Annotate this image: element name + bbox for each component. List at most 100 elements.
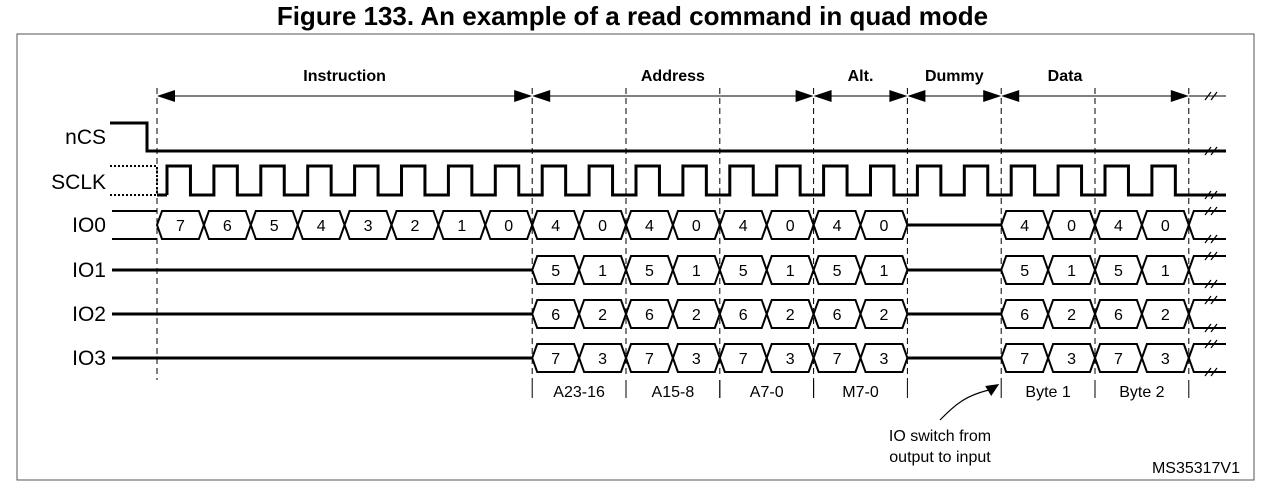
bit-value: 4 bbox=[833, 218, 842, 235]
bit-value: 2 bbox=[692, 307, 701, 324]
phase-arrow-head-left bbox=[907, 90, 926, 102]
bit-value: 4 bbox=[645, 218, 654, 235]
bit-value: 1 bbox=[457, 218, 466, 235]
bit-value: 6 bbox=[645, 307, 654, 324]
phase-arrow-head-right bbox=[983, 90, 1002, 102]
signal-label: IO1 bbox=[72, 259, 106, 282]
bit-value: 4 bbox=[551, 218, 560, 235]
bit-value: 5 bbox=[1114, 263, 1123, 280]
bit-value: 2 bbox=[879, 307, 888, 324]
bit-value: 0 bbox=[598, 218, 607, 235]
break-mark bbox=[1204, 190, 1218, 200]
io-trailing bbox=[1187, 210, 1226, 240]
bit-value: 7 bbox=[739, 351, 748, 368]
bit-value: 3 bbox=[879, 351, 888, 368]
sclk-waveform bbox=[165, 164, 1226, 197]
signal-label: IO0 bbox=[72, 214, 106, 237]
break-mark bbox=[1204, 234, 1218, 244]
bit-value: 5 bbox=[551, 263, 560, 280]
break-mark bbox=[1204, 206, 1218, 216]
bit-value: 0 bbox=[504, 218, 513, 235]
bit-value: 1 bbox=[598, 263, 607, 280]
bit-value: 4 bbox=[1020, 218, 1029, 235]
io-trailing bbox=[1187, 343, 1226, 373]
bit-cell bbox=[859, 299, 909, 329]
phase-arrow-head-left bbox=[813, 90, 832, 102]
sclk-idle-dotted bbox=[110, 165, 158, 196]
break-mark bbox=[1204, 279, 1218, 289]
bit-value: 1 bbox=[1161, 263, 1170, 280]
bit-value: 7 bbox=[645, 351, 654, 368]
group-label: A23-16 bbox=[553, 384, 605, 401]
bit-value: 7 bbox=[833, 351, 842, 368]
bit-value: 6 bbox=[1020, 307, 1029, 324]
phase-label: Dummy bbox=[925, 68, 984, 85]
bit-value: 5 bbox=[739, 263, 748, 280]
bit-value: 2 bbox=[598, 307, 607, 324]
bit-value: 4 bbox=[317, 218, 326, 235]
phase-arrow-head-right bbox=[889, 90, 908, 102]
group-label: A7-0 bbox=[750, 384, 784, 401]
bit-value: 5 bbox=[833, 263, 842, 280]
bit-value: 0 bbox=[692, 218, 701, 235]
bit-value: 5 bbox=[270, 218, 279, 235]
phase-arrow-head-left bbox=[532, 90, 551, 102]
figure-frame bbox=[16, 33, 1255, 481]
bit-value: 1 bbox=[692, 263, 701, 280]
bit-cell bbox=[859, 210, 909, 240]
break-mark bbox=[1204, 91, 1218, 101]
io-trailing bbox=[1187, 299, 1226, 329]
annotation-arrow bbox=[939, 388, 994, 421]
bit-value: 3 bbox=[786, 351, 795, 368]
signal-label: IO3 bbox=[72, 347, 106, 370]
bit-value: 7 bbox=[176, 218, 185, 235]
annotation-arrow-head bbox=[985, 384, 1000, 396]
group-label: M7-0 bbox=[842, 384, 879, 401]
bit-value: 0 bbox=[879, 218, 888, 235]
bit-value: 6 bbox=[223, 218, 232, 235]
break-mark bbox=[1204, 323, 1218, 333]
bit-value: 3 bbox=[1161, 351, 1170, 368]
phase-label: Address bbox=[641, 68, 705, 85]
bit-value: 3 bbox=[692, 351, 701, 368]
bit-value: 7 bbox=[1114, 351, 1123, 368]
bit-value: 3 bbox=[364, 218, 373, 235]
bit-value: 4 bbox=[739, 218, 748, 235]
bit-value: 6 bbox=[551, 307, 560, 324]
bit-value: 5 bbox=[645, 263, 654, 280]
ncs-waveform bbox=[110, 121, 1226, 153]
break-mark bbox=[1204, 295, 1218, 305]
bit-value: 3 bbox=[598, 351, 607, 368]
bit-value: 0 bbox=[786, 218, 795, 235]
bit-value: 2 bbox=[410, 218, 419, 235]
bit-value: 1 bbox=[786, 263, 795, 280]
phase-arrow-head-right bbox=[514, 90, 533, 102]
signal-label: IO2 bbox=[72, 303, 106, 326]
phase-arrow-head-left bbox=[1001, 90, 1020, 102]
break-mark bbox=[1204, 251, 1218, 261]
annotation-text: IO switch from bbox=[889, 428, 991, 445]
bit-value: 4 bbox=[1114, 218, 1123, 235]
group-label: A15-8 bbox=[652, 384, 695, 401]
bit-value: 2 bbox=[1161, 307, 1170, 324]
bit-value: 7 bbox=[1020, 351, 1029, 368]
bit-value: 1 bbox=[1067, 263, 1076, 280]
bit-value: 3 bbox=[1067, 351, 1076, 368]
break-mark bbox=[1204, 146, 1218, 156]
io-trailing bbox=[1187, 255, 1226, 285]
bit-cell bbox=[859, 255, 909, 285]
signal-label: SCLK bbox=[51, 171, 106, 194]
figure-reference: MS35317V1 bbox=[1152, 460, 1240, 477]
group-label: Byte 2 bbox=[1119, 384, 1164, 401]
bit-value: 2 bbox=[1067, 307, 1076, 324]
bit-value: 2 bbox=[786, 307, 795, 324]
bit-cell bbox=[859, 343, 909, 373]
figure-title: Figure 133. An example of a read command… bbox=[276, 1, 989, 31]
phase-arrow-head-right bbox=[1170, 90, 1189, 102]
phase-label: Data bbox=[1048, 68, 1083, 85]
bit-value: 6 bbox=[739, 307, 748, 324]
